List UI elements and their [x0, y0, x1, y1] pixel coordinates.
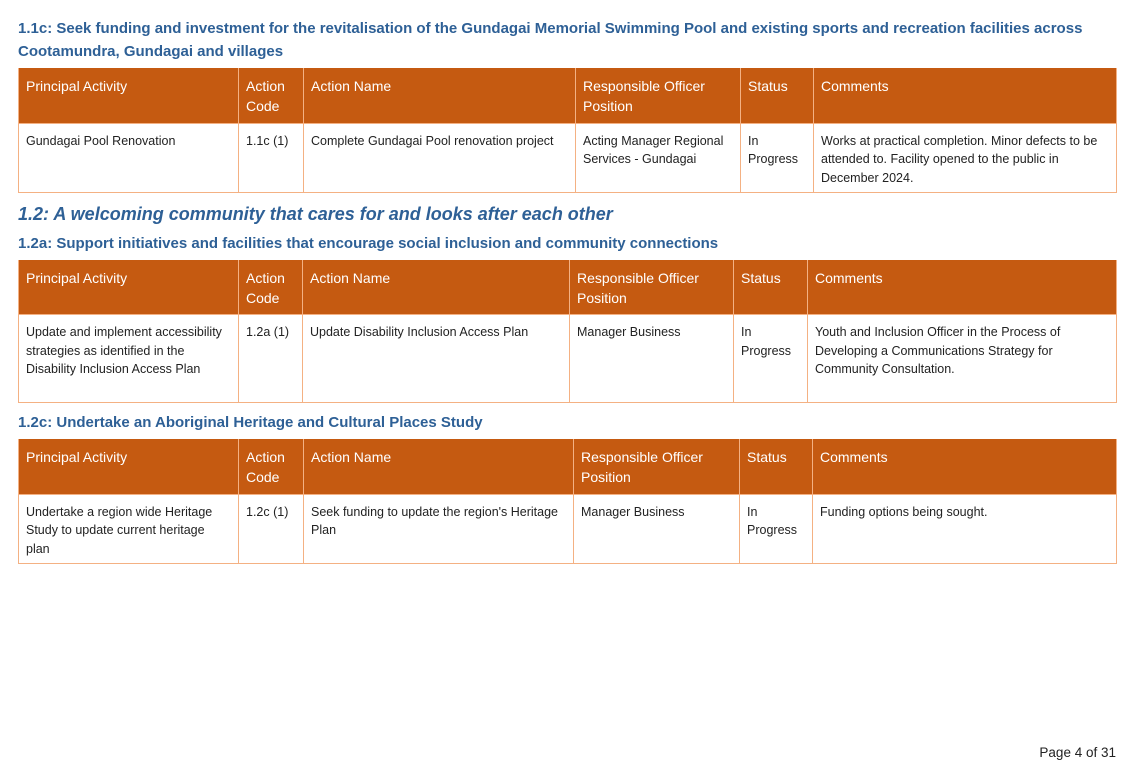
table-row: Gundagai Pool Renovation 1.1c (1) Comple…: [18, 122, 1117, 193]
col-responsible-officer: Responsible Officer Position: [569, 259, 734, 315]
document-page: 1.1c: Seek funding and investment for th…: [18, 0, 1117, 564]
col-action-name: Action Name: [303, 68, 576, 124]
cell-status: In Progress: [739, 493, 813, 564]
col-comments: Comments: [807, 259, 1117, 315]
cell-action-name: Complete Gundagai Pool renovation projec…: [303, 122, 576, 193]
col-action-name: Action Name: [302, 259, 570, 315]
section-heading-1-1c: 1.1c: Seek funding and investment for th…: [18, 20, 1083, 60]
col-responsible-officer: Responsible Officer Position: [573, 439, 740, 495]
activity-table-1-1c: Principal Activity Action Code Action Na…: [18, 68, 1117, 193]
activity-table-1-2c: Principal Activity Action Code Action Na…: [18, 439, 1117, 564]
col-principal-activity: Principal Activity: [18, 439, 239, 495]
col-status: Status: [733, 259, 808, 315]
col-principal-activity: Principal Activity: [18, 68, 239, 124]
cell-action-code: 1.2a (1): [238, 314, 303, 403]
page-number: Page 4 of 31: [1039, 745, 1116, 760]
cell-action-code: 1.2c (1): [238, 493, 304, 564]
table-row: Undertake a region wide Heritage Study t…: [18, 493, 1117, 564]
col-comments: Comments: [812, 439, 1117, 495]
goal-heading-1-2: 1.2: A welcoming community that cares fo…: [18, 203, 613, 224]
col-action-name: Action Name: [303, 439, 574, 495]
col-responsible-officer: Responsible Officer Position: [575, 68, 741, 124]
col-action-code: Action Code: [238, 439, 304, 495]
cell-principal-activity: Update and implement accessibility strat…: [18, 314, 239, 403]
col-principal-activity: Principal Activity: [18, 259, 239, 315]
cell-comments: Funding options being sought.: [812, 493, 1117, 564]
col-status: Status: [740, 68, 814, 124]
table-row: Update and implement accessibility strat…: [18, 314, 1117, 403]
cell-action-name: Seek funding to update the region's Heri…: [303, 493, 574, 564]
cell-comments: Youth and Inclusion Officer in the Proce…: [807, 314, 1117, 403]
section-heading-1-2c: 1.2c: Undertake an Aboriginal Heritage a…: [18, 414, 483, 431]
table-header-row: Principal Activity Action Code Action Na…: [18, 259, 1117, 315]
cell-comments: Works at practical completion. Minor def…: [813, 122, 1117, 193]
col-status: Status: [739, 439, 813, 495]
cell-action-name: Update Disability Inclusion Access Plan: [302, 314, 570, 403]
cell-status: In Progress: [740, 122, 814, 193]
cell-principal-activity: Undertake a region wide Heritage Study t…: [18, 493, 239, 564]
cell-responsible-officer: Acting Manager Regional Services - Gunda…: [575, 122, 741, 193]
cell-principal-activity: Gundagai Pool Renovation: [18, 122, 239, 193]
table-header-row: Principal Activity Action Code Action Na…: [18, 68, 1117, 124]
col-comments: Comments: [813, 68, 1117, 124]
table-header-row: Principal Activity Action Code Action Na…: [18, 439, 1117, 495]
col-action-code: Action Code: [238, 68, 304, 124]
cell-action-code: 1.1c (1): [238, 122, 304, 193]
col-action-code: Action Code: [238, 259, 303, 315]
cell-status: In Progress: [733, 314, 808, 403]
cell-responsible-officer: Manager Business: [573, 493, 740, 564]
activity-table-1-2a: Principal Activity Action Code Action Na…: [18, 259, 1117, 403]
cell-responsible-officer: Manager Business: [569, 314, 734, 403]
section-heading-1-2a: 1.2a: Support initiatives and facilities…: [18, 234, 719, 252]
